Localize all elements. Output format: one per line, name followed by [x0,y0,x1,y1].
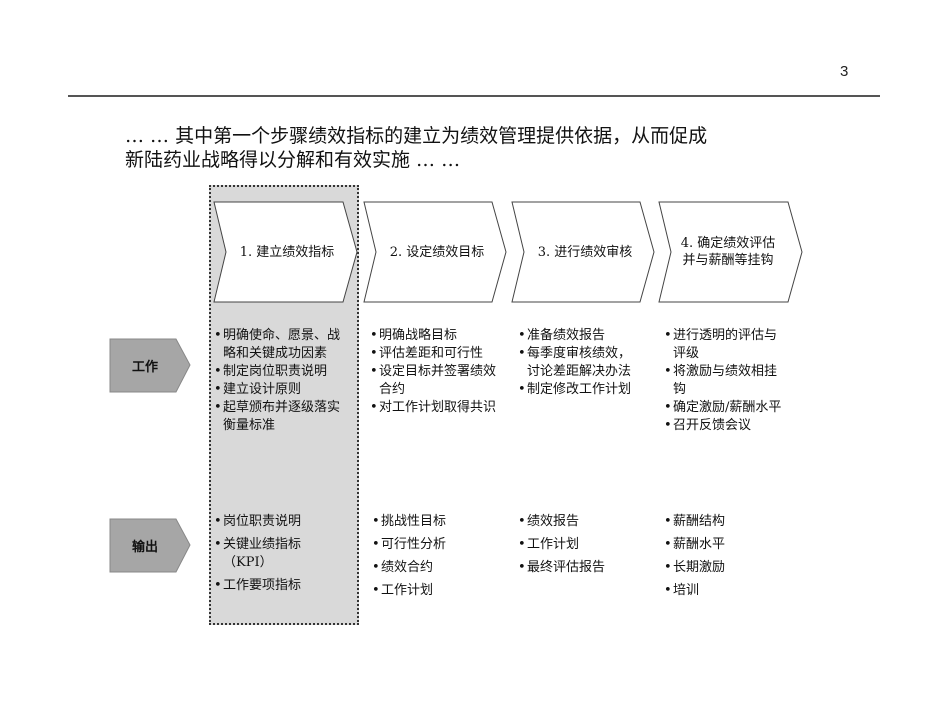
list-item: 将激励与绩效相挂钩 [664,363,789,399]
list-item: 评估差距和可行性 [370,345,498,363]
list-item: 准备绩效报告 [518,327,643,345]
work-list-step-2: 明确战略目标 评估差距和可行性 设定目标并签署绩效合约 对工作计划取得共识 [370,327,498,417]
output-list-step-4: 薪酬结构 薪酬水平 长期激励 培训 [664,513,789,605]
work-list-step-1: 明确使命、愿景、战略和关键成功因素 制定岗位职责说明 建立设计原则 起草颁布并逐… [214,327,342,435]
step-4-label: 4. 确定绩效评估并与薪酬等挂钩 [680,236,776,268]
step-3-label: 3. 进行绩效审核 [537,244,633,260]
output-list-step-1: 岗位职责说明 关键业绩指标（KPI） 工作要项指标 [214,513,342,600]
page-number: 3 [840,63,849,80]
output-list-step-2: 挑战性目标 可行性分析 绩效合约 工作计划 [372,513,497,605]
step-chevron-3 [511,201,655,303]
list-item: 起草颁布并逐级落实衡量标准 [214,399,342,435]
list-item: 进行透明的评估与评级 [664,327,789,363]
step-2-label: 2. 设定绩效目标 [389,244,485,260]
list-item: 明确战略目标 [370,327,498,345]
list-item: 明确使命、愿景、战略和关键成功因素 [214,327,342,363]
list-item: 薪酬水平 [664,536,789,554]
list-item: 绩效报告 [518,513,643,531]
list-item: 制定岗位职责说明 [214,363,342,381]
list-item: 每季度审核绩效，讨论差距解决办法 [518,345,643,381]
step-1-label: 1. 建立绩效指标 [239,244,335,260]
work-list-step-4: 进行透明的评估与评级 将激励与绩效相挂钩 确定激励/薪酬水平 召开反馈会议 [664,327,789,435]
step-chevron-4 [658,201,803,303]
output-row-label: 输出 [131,540,158,555]
work-list-step-3: 准备绩效报告 每季度审核绩效，讨论差距解决办法 制定修改工作计划 [518,327,643,399]
list-item: 建立设计原则 [214,381,342,399]
step-chevron-1 [213,201,358,303]
headline-line-2: 新陆药业战略得以分解和有效实施 … … [125,149,461,171]
work-row-label: 工作 [131,360,158,375]
list-item: 对工作计划取得共识 [370,399,498,417]
list-item: 长期激励 [664,559,789,577]
list-item: 工作计划 [518,536,643,554]
work-row-arrow [109,338,191,393]
list-item: 确定激励/薪酬水平 [664,399,789,417]
list-item: 绩效合约 [372,559,497,577]
top-divider [68,95,880,97]
list-item: 工作计划 [372,582,497,600]
list-item: 可行性分析 [372,536,497,554]
list-item: 召开反馈会议 [664,417,789,435]
step-chevron-2 [363,201,507,303]
list-item: 岗位职责说明 [214,513,342,531]
headline-line-1: … … 其中第一个步骤绩效指标的建立为绩效管理提供依据，从而促成 [125,125,708,147]
output-row-arrow [109,518,191,573]
output-list-step-3: 绩效报告 工作计划 最终评估报告 [518,513,643,582]
list-item: 关键业绩指标（KPI） [214,536,342,572]
list-item: 挑战性目标 [372,513,497,531]
list-item: 制定修改工作计划 [518,381,643,399]
list-item: 培训 [664,582,789,600]
list-item: 最终评估报告 [518,559,643,577]
list-item: 薪酬结构 [664,513,789,531]
list-item: 工作要项指标 [214,577,342,595]
list-item: 设定目标并签署绩效合约 [370,363,498,399]
